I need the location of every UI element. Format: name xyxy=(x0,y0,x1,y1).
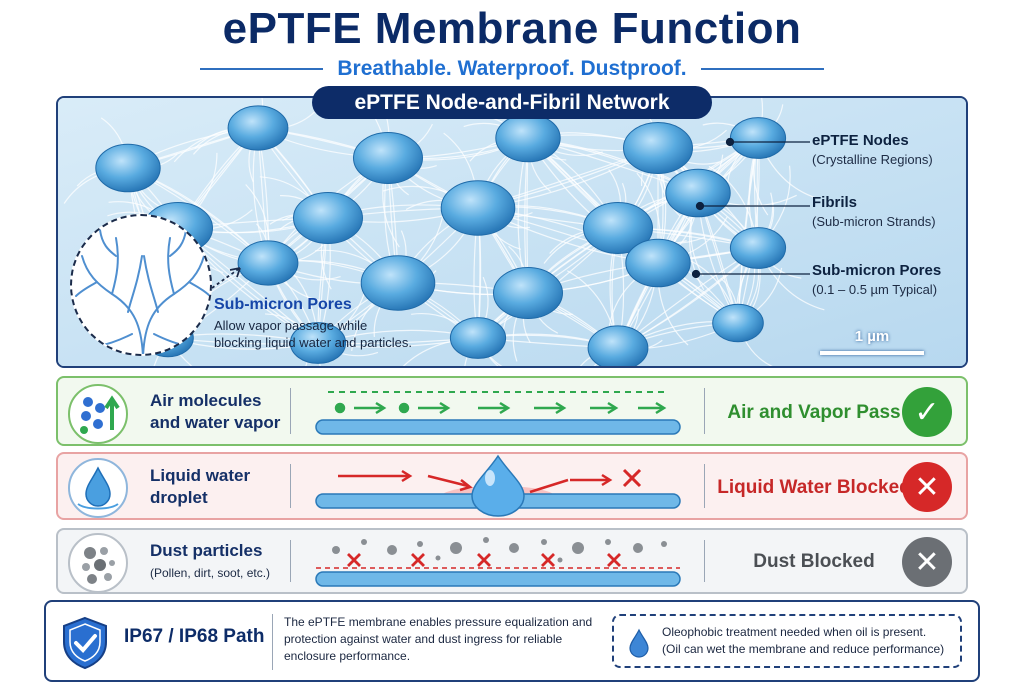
eptfe-node xyxy=(95,143,161,193)
water-drop-icon xyxy=(68,458,128,518)
footer-title: IP67 / IP68 Path xyxy=(124,626,265,647)
callout-fibrils: Fibrils (Sub-micron Strands) xyxy=(812,194,936,229)
cross-icon: ✕ xyxy=(902,462,952,512)
row-water-label: Liquid water droplet xyxy=(150,465,250,509)
eptfe-node xyxy=(293,192,363,244)
callout-pores-title: Sub-micron Pores xyxy=(812,262,942,279)
check-icon: ✓ xyxy=(902,387,952,437)
callout-pores-subtitle: (0.1 – 0.5 µm Typical) xyxy=(812,282,938,297)
oleophobic-note-text: Oleophobic treatment needed when oil is … xyxy=(662,624,958,658)
callout-nodes: ePTFE Nodes (Crystalline Regions) xyxy=(812,132,933,167)
callout-pores: Sub-micron Pores (0.1 – 0.5 µm Typical) xyxy=(812,262,941,297)
pore-note-line2: blocking liquid water and particles. xyxy=(214,335,412,350)
callout-nodes-subtitle: (Crystalline Regions) xyxy=(812,152,933,167)
footer-panel: IP67 / IP68 Path The ePTFE membrane enab… xyxy=(44,600,980,682)
eptfe-node xyxy=(227,105,289,151)
page-subtitle: Breathable. Waterproof. Dustproof. xyxy=(337,57,687,80)
dust-blocked-diagram xyxy=(315,537,681,587)
page-title: ePTFE Membrane Function xyxy=(222,4,802,53)
air-pass-diagram xyxy=(315,391,681,435)
subtitle-rule-right xyxy=(700,68,824,70)
row-air-label-line2: and water vapor xyxy=(150,413,281,432)
row-air-label-line1: Air molecules xyxy=(150,391,262,410)
row-dust-divider-right xyxy=(704,540,705,582)
callout-nodes-title: ePTFE Nodes xyxy=(812,132,909,149)
row-water-divider-left xyxy=(290,464,291,508)
pore-pointer-arrow xyxy=(211,267,241,289)
fibril-branch-icon xyxy=(75,229,210,354)
row-dust-label: Dust particles (Pollen, dirt, soot, etc.… xyxy=(150,540,270,584)
row-dust-divider-left xyxy=(290,540,291,582)
callout-fibrils-subtitle: (Sub-micron Strands) xyxy=(812,214,936,229)
row-water-label-line1: Liquid water xyxy=(150,466,251,485)
eptfe-node xyxy=(495,113,561,163)
eptfe-node xyxy=(360,255,436,311)
footer-text: The ePTFE membrane enables pressure equa… xyxy=(284,615,593,663)
footer-divider xyxy=(272,614,273,670)
eptfe-node xyxy=(729,227,787,269)
pore-note: Sub-micron Pores Allow vapor passage whi… xyxy=(214,296,412,351)
cross-icon: ✕ xyxy=(902,537,952,587)
network-tab-label: ePTFE Node-and-Fibril Network xyxy=(312,86,712,119)
network-illustration xyxy=(56,96,968,368)
row-dust-label-line2: (Pollen, dirt, soot, etc.) xyxy=(150,566,271,580)
row-air-result: Air and Vapor Pass xyxy=(727,402,901,423)
row-water-result: Liquid Water Blocked xyxy=(717,477,911,498)
eptfe-node xyxy=(353,132,423,184)
eptfe-node xyxy=(493,267,563,319)
row-dust: Dust particles (Pollen, dirt, soot, etc.… xyxy=(56,528,968,594)
dust-particles-icon xyxy=(68,533,128,593)
callout-leader-lines xyxy=(691,137,810,279)
eptfe-node xyxy=(587,325,649,366)
oleophobic-note-line1: Oleophobic treatment needed when oil is … xyxy=(662,625,927,639)
eptfe-node xyxy=(440,180,516,236)
eptfe-node xyxy=(712,303,764,343)
row-air-vapor: Air molecules and water vapor Air and Va… xyxy=(56,376,968,446)
scale-label: 1 µm xyxy=(854,328,890,345)
subtitle-row: Breathable. Waterproof. Dustproof. xyxy=(200,57,824,81)
row-air-label: Air molecules and water vapor xyxy=(150,390,280,434)
eptfe-node xyxy=(665,168,731,218)
oil-drop-icon xyxy=(629,628,649,658)
scale-bar: 1 µm xyxy=(820,328,924,355)
eptfe-node xyxy=(289,322,347,364)
subtitle-rule-left xyxy=(200,68,324,70)
oleophobic-note-line2: (Oil can wet the membrane and reduce per… xyxy=(662,642,945,656)
eptfe-node xyxy=(449,317,507,359)
row-air-divider-left xyxy=(290,388,291,434)
shield-check-icon xyxy=(63,616,107,670)
oleophobic-note: Oleophobic treatment needed when oil is … xyxy=(612,614,962,668)
eptfe-node xyxy=(583,202,653,254)
pore-note-line1: Allow vapor passage while xyxy=(214,318,368,333)
row-liquid-water: Liquid water droplet Liquid Water Blocke… xyxy=(56,452,968,520)
row-dust-label-line1: Dust particles xyxy=(150,541,263,560)
callout-fibrils-title: Fibrils xyxy=(812,194,858,211)
water-blocked-diagram xyxy=(315,454,681,517)
row-water-label-line2: droplet xyxy=(150,488,208,507)
scale-bar-line xyxy=(820,351,924,355)
eptfe-node xyxy=(623,122,693,174)
eptfe-node xyxy=(625,238,691,288)
row-water-divider-right xyxy=(704,464,705,508)
eptfe-node xyxy=(237,240,299,286)
node-fibril-network-image xyxy=(58,98,966,366)
row-dust-result: Dust Blocked xyxy=(753,551,875,572)
molecules-icon xyxy=(68,384,128,444)
pore-zoom-inset xyxy=(70,214,212,356)
row-air-divider-right xyxy=(704,388,705,434)
pore-note-title: Sub-micron Pores xyxy=(214,296,352,313)
